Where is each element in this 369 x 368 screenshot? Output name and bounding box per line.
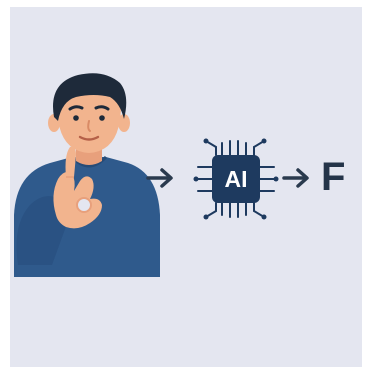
arrow-right-icon	[282, 167, 312, 189]
diagram-canvas: AI F	[10, 7, 362, 367]
chip-label: AI	[216, 163, 256, 195]
output-letter: F	[321, 155, 345, 199]
person-hand-sign-icon	[10, 65, 160, 277]
arrow-right-icon	[146, 167, 176, 189]
